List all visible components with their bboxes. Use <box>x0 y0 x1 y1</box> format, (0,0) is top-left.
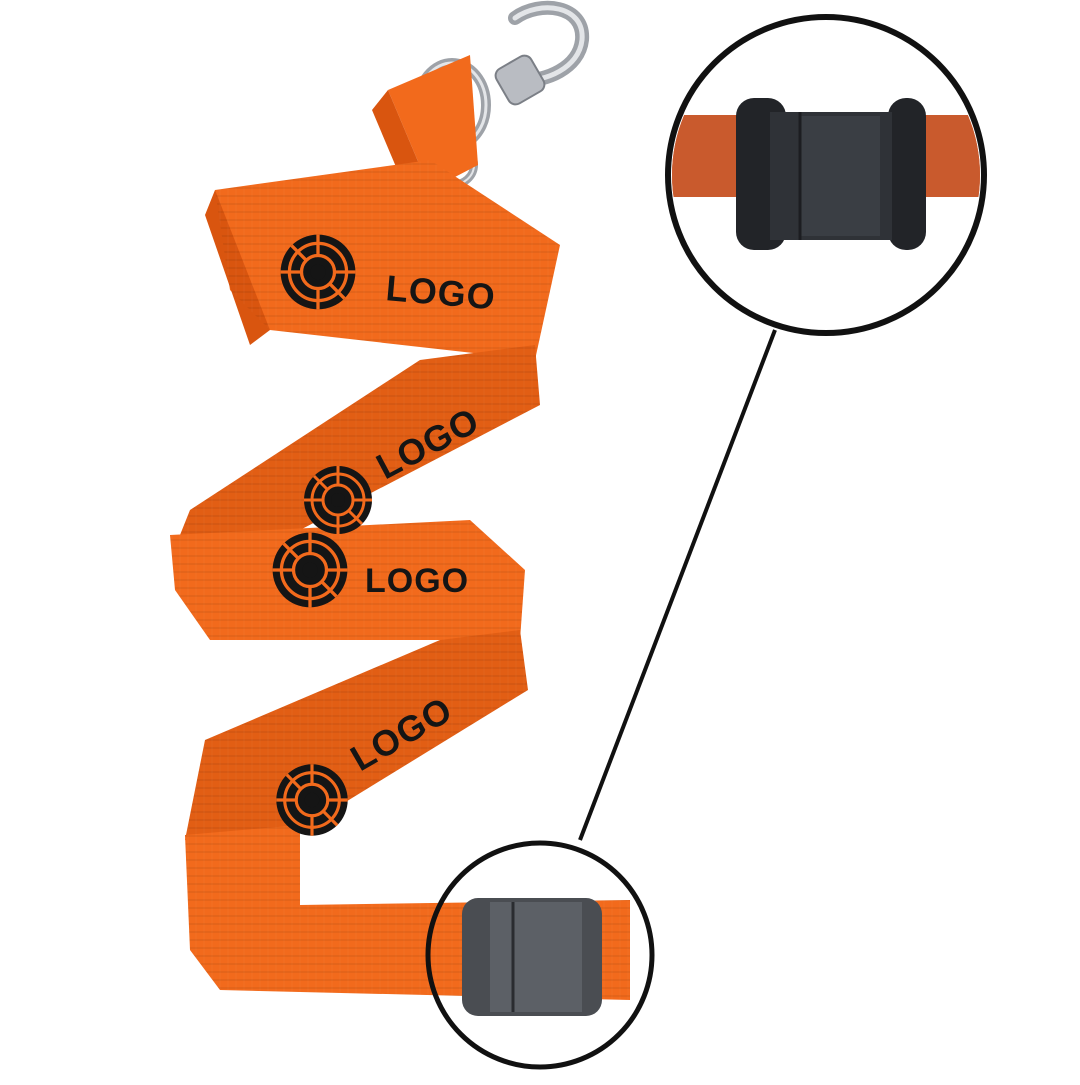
logo-text-3: LOGO <box>365 562 469 600</box>
logo-print-1: LOGO <box>278 232 497 318</box>
lanyard-strap <box>170 55 630 1000</box>
logo-text-1: LOGO <box>384 267 497 317</box>
buckle-detail-callout <box>425 14 987 1070</box>
logo-print-3: LOGO <box>270 530 469 610</box>
breakaway-buckle-icon <box>462 898 602 1016</box>
